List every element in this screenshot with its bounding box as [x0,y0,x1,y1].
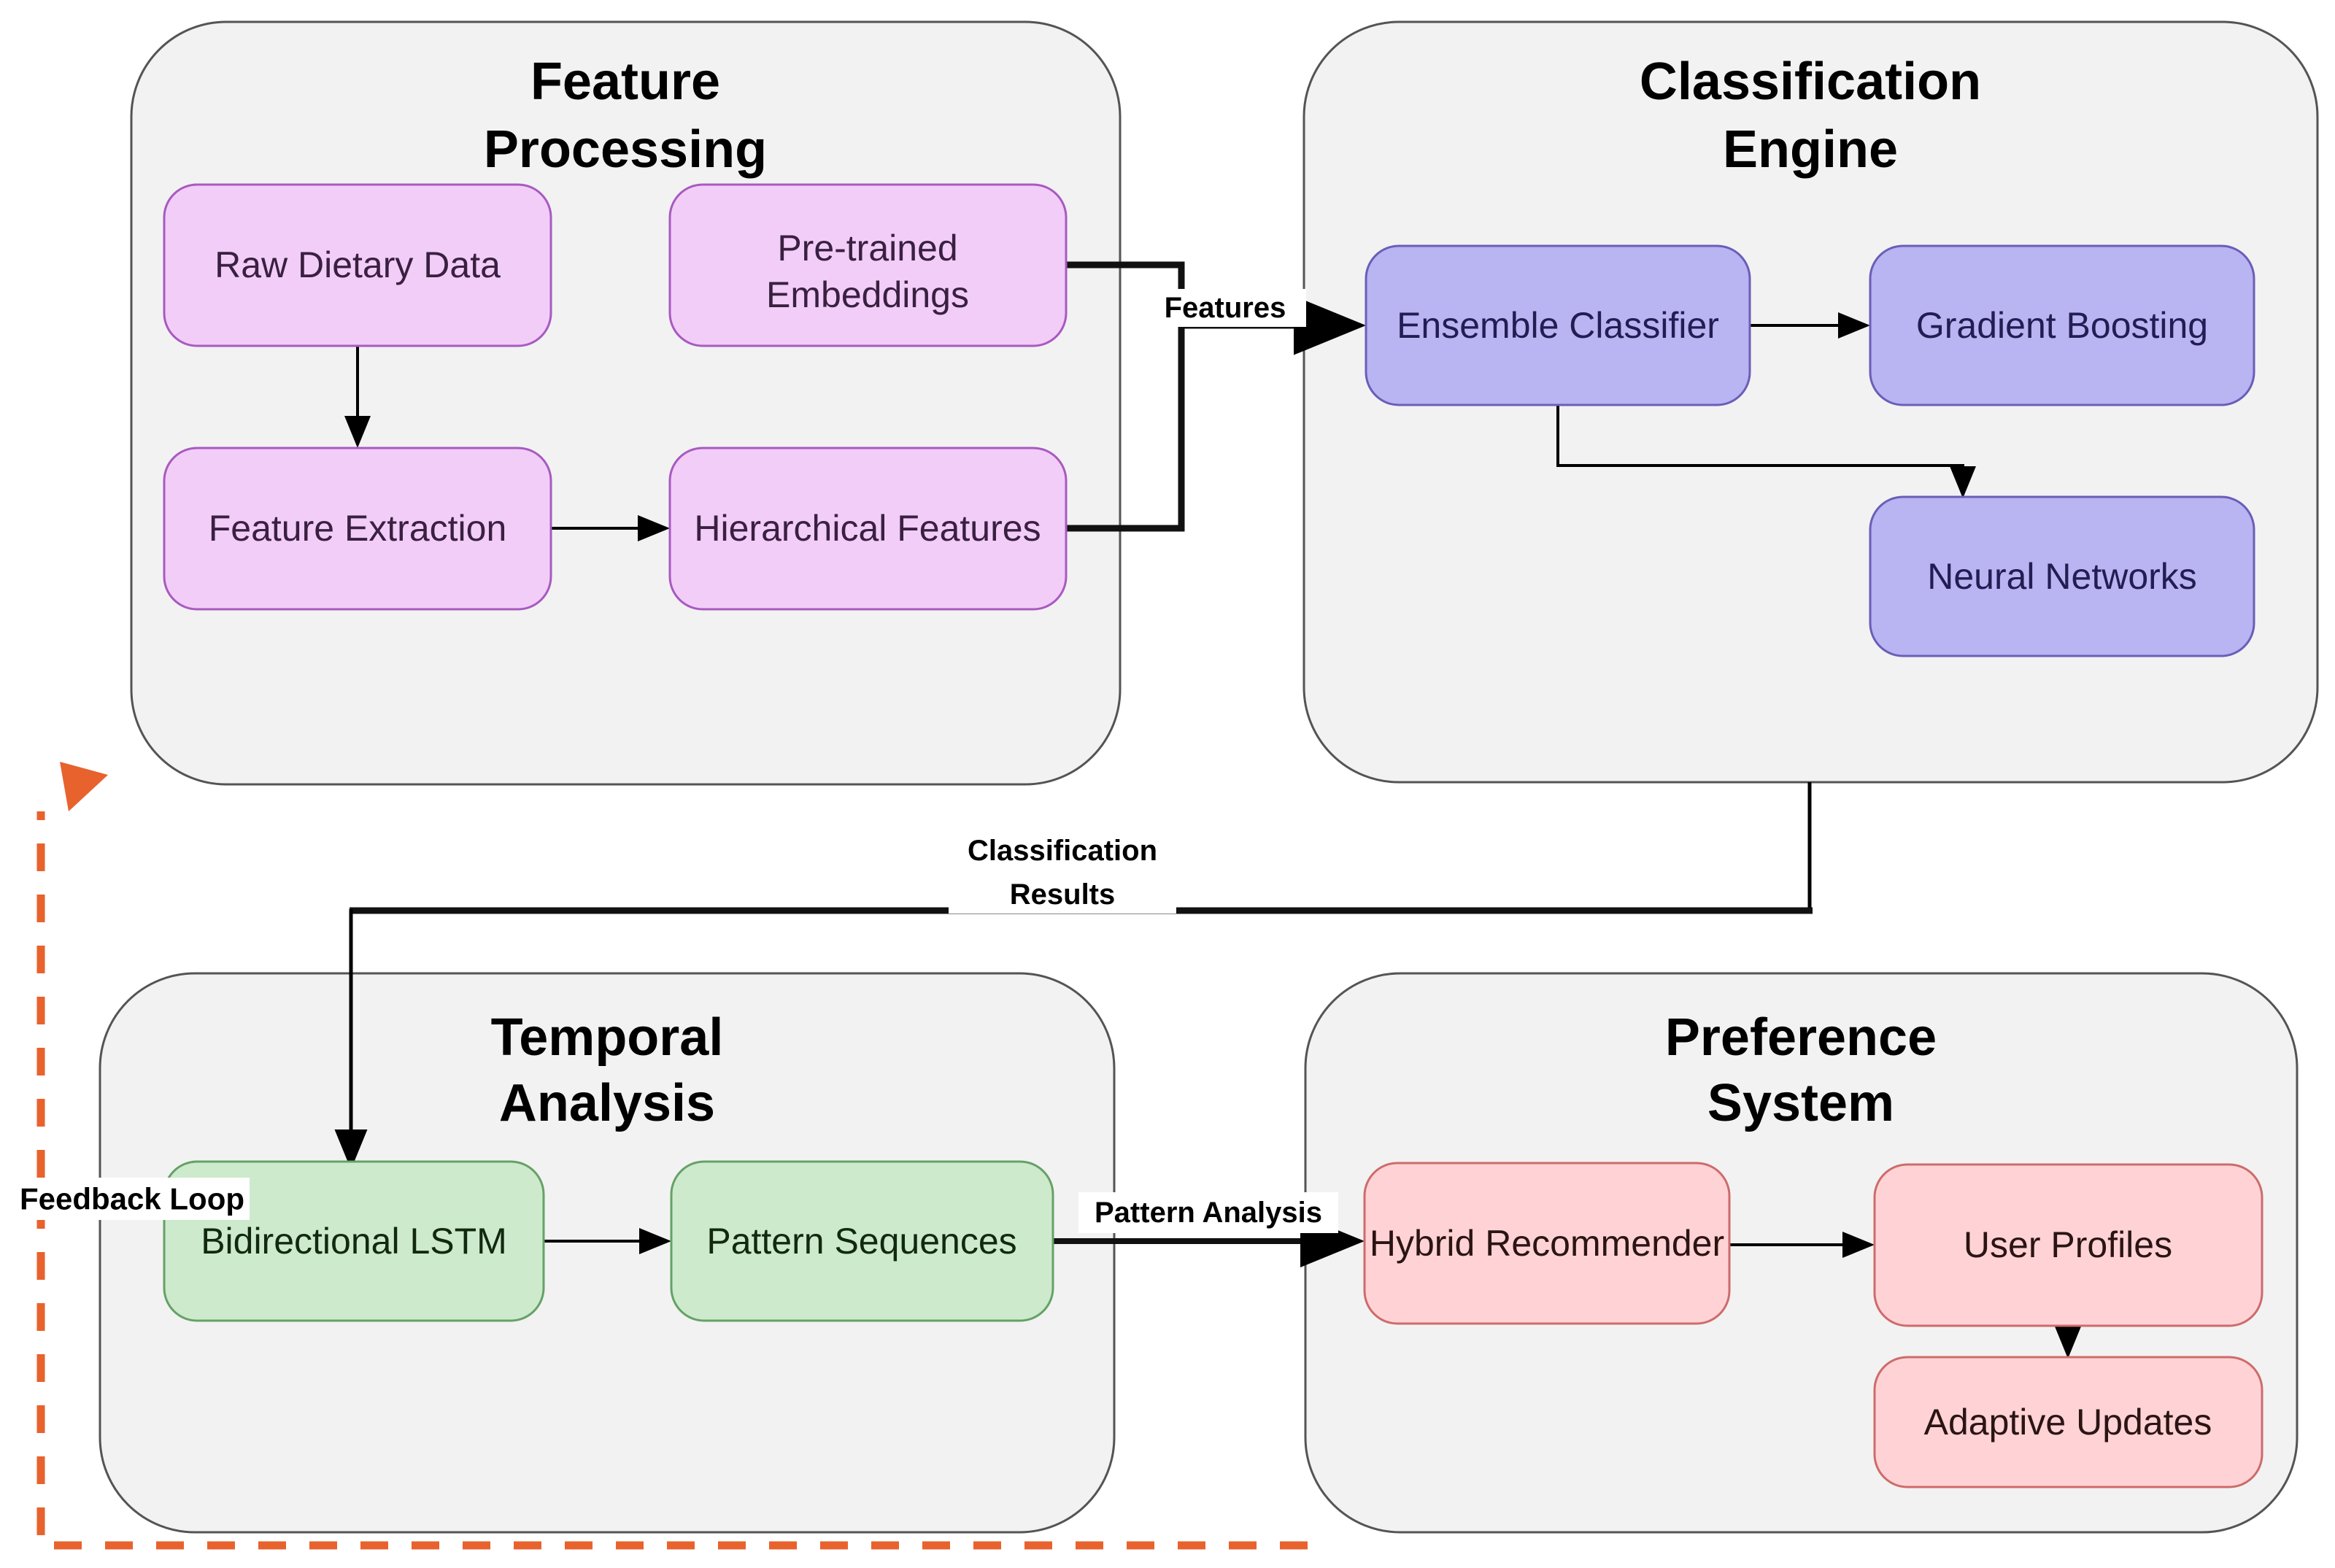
node-pattern-sequences [670,1160,1054,1322]
temporal-analysis-title-line1: Temporal [491,1008,724,1067]
container-temporal-analysis [99,972,1116,1534]
node-user-profiles [1873,1163,2263,1327]
feedback-loop-label-bg [15,1178,250,1220]
classification-results-label-bg [949,829,1176,914]
node-bidirectional-lstm [163,1160,545,1322]
edge-ensemble-to-neural-networks [1556,405,1976,498]
preference-system-title-line1: Preference [1665,1008,1937,1067]
feature-extraction-label: Feature Extraction [209,508,507,549]
pattern-sequences-label: Pattern Sequences [706,1221,1016,1262]
pattern-analysis-edge-label: Pattern Analysis [1095,1197,1322,1229]
features-label-bg [1144,289,1306,327]
node-gradient-boosting [1869,244,2255,406]
gradient-boosting-label: Gradient Boosting [1916,305,2208,346]
feedback-loop-arrowhead-icon [60,762,108,811]
feature-processing-title-line2: Processing [484,120,767,179]
node-raw-dietary-data [163,183,552,347]
connector-embeddings-features-junction [1066,261,1185,532]
user-profiles-label: User Profiles [1964,1224,2172,1265]
classification-engine-title-line1: Classification [1640,53,1981,111]
ensemble-classifier-label: Ensemble Classifier [1397,305,1719,346]
hierarchical-features-label: Hierarchical Features [694,508,1041,549]
node-pre-trained-embeddings [668,183,1068,347]
node-hybrid-recommender [1363,1162,1731,1325]
hybrid-recommender-label: Hybrid Recommender [1370,1223,1724,1264]
node-ensemble-classifier [1365,244,1751,406]
classification-results-label-line1: Classification [968,835,1157,867]
node-adaptive-updates [1873,1356,2263,1488]
pre-trained-embeddings-label-line1: Pre-trained [777,228,957,269]
node-hierarchical-features [668,447,1068,611]
raw-dietary-data-label: Raw Dietary Data [215,244,501,285]
pre-trained-embeddings-label-line2: Embeddings [766,274,969,315]
neural-networks-label: Neural Networks [1927,556,2197,597]
features-edge-label: Features [1165,292,1286,324]
node-feature-extraction [163,447,552,611]
feature-processing-title-line1: Feature [530,53,720,111]
classification-engine-title-line2: Engine [1723,120,1898,179]
feedback-loop-label: Feedback Loop [20,1182,244,1216]
bidirectional-lstm-label: Bidirectional LSTM [201,1221,507,1262]
adaptive-updates-label: Adaptive Updates [1924,1402,2212,1443]
pattern-analysis-label-bg [1078,1192,1338,1233]
node-neural-networks [1869,495,2255,657]
classification-results-label-line2: Results [1010,878,1116,911]
feedback-loop-dashed-line [36,811,1308,1550]
preference-system-title-line2: System [1707,1074,1894,1132]
temporal-analysis-title-line2: Analysis [499,1074,715,1132]
